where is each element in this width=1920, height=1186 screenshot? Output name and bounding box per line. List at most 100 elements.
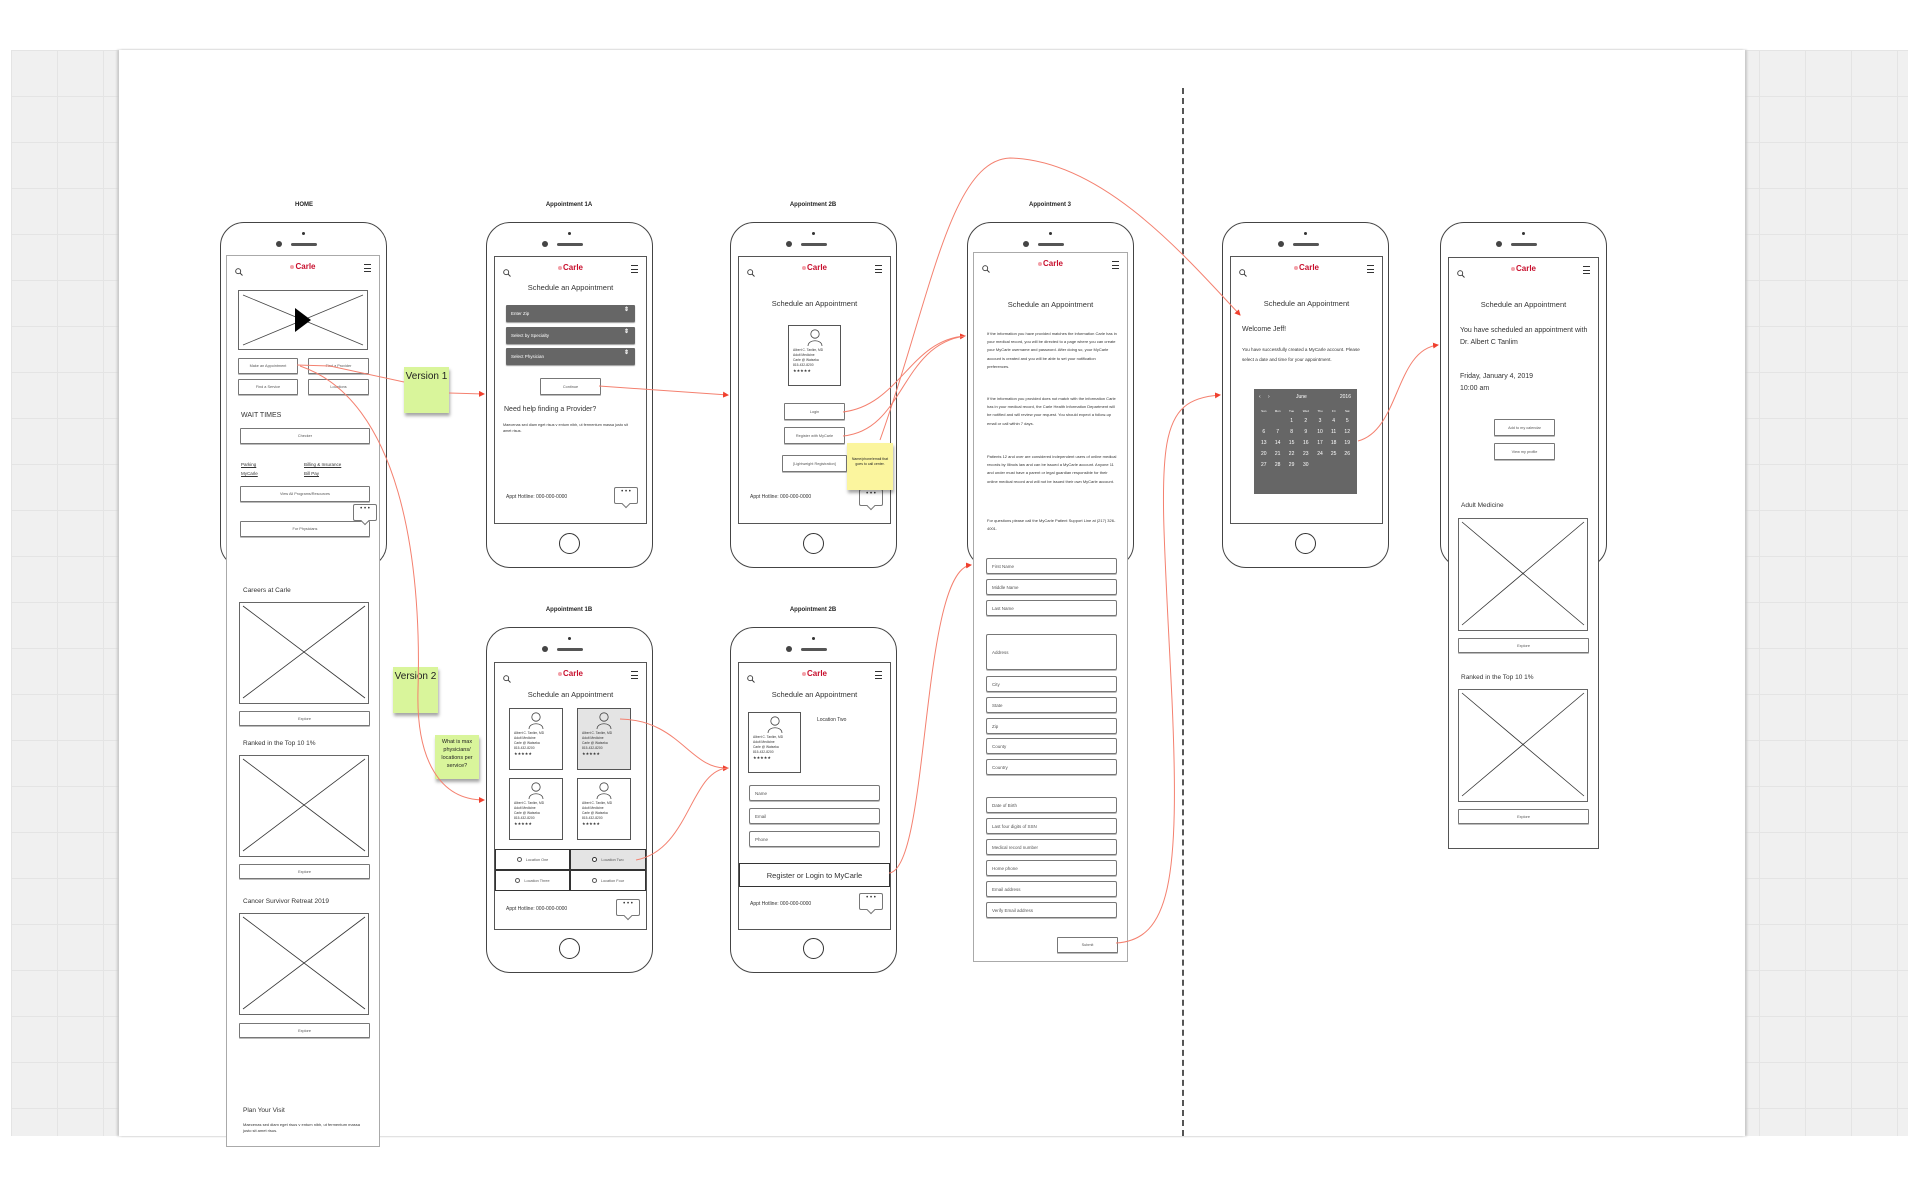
calendar-day[interactable]: 14 — [1274, 439, 1281, 446]
mycarle-link[interactable]: MyCarle — [241, 471, 258, 476]
calendar-day[interactable]: 29 — [1288, 461, 1295, 468]
zip-select[interactable]: Enter Zip⇕ — [506, 305, 635, 322]
hamburger-menu-icon[interactable] — [1583, 266, 1590, 274]
home-button[interactable] — [803, 938, 824, 959]
home-button[interactable] — [559, 533, 580, 554]
calendar-day[interactable]: 7 — [1276, 428, 1280, 435]
chat-bubble-icon[interactable]: • • • — [353, 504, 377, 521]
phone-field[interactable]: Phone — [749, 831, 880, 847]
verify-email-field[interactable]: Verify Email address — [986, 902, 1117, 918]
continue-button[interactable]: Continue — [540, 378, 601, 395]
hamburger-menu-icon[interactable] — [631, 265, 638, 273]
hamburger-menu-icon[interactable] — [875, 265, 882, 273]
sticky-note-lightweight[interactable]: Name/phone/email that goes to call cente… — [847, 443, 893, 490]
calendar-day[interactable]: 18 — [1330, 439, 1337, 446]
next-month-icon[interactable]: › — [1268, 394, 1270, 400]
calendar-day[interactable]: 23 — [1303, 450, 1309, 457]
explore-button[interactable]: Explore — [1458, 809, 1589, 824]
chat-bubble-icon[interactable]: • • • — [614, 487, 638, 504]
first-name-field[interactable]: First Name — [986, 558, 1117, 574]
submit-button[interactable]: Submit — [1057, 937, 1118, 953]
billing-insurance-link[interactable]: Billing & Insurance — [304, 462, 342, 467]
sticky-note-question[interactable]: What is max physicians/ locations per se… — [435, 735, 479, 779]
location-three-radio[interactable]: Location Three — [495, 870, 570, 891]
home-button[interactable] — [559, 938, 580, 959]
for-physicians-button[interactable]: For Physicians — [240, 521, 370, 537]
lightweight-registration-button[interactable]: [Lightweight Registration] — [782, 455, 847, 472]
carle-logo[interactable]: Carle — [1449, 264, 1598, 273]
calendar-day[interactable]: 20 — [1261, 450, 1267, 457]
location-one-radio[interactable]: Location One — [495, 849, 570, 870]
search-icon[interactable] — [747, 264, 755, 282]
calendar-day[interactable]: 3 — [1318, 417, 1322, 424]
search-icon[interactable] — [503, 264, 511, 282]
find-provider-button[interactable]: Find a Provider — [308, 358, 369, 374]
state-field[interactable]: State — [986, 697, 1117, 713]
register-login-mycarle-button[interactable]: Register or Login to MyCarle — [739, 863, 890, 887]
calendar-day[interactable]: 25 — [1330, 450, 1337, 457]
calendar-day[interactable]: 11 — [1331, 428, 1337, 435]
city-field[interactable]: City — [986, 676, 1117, 692]
carle-logo[interactable]: Carle — [739, 669, 890, 678]
calendar-day[interactable]: 22 — [1288, 450, 1295, 457]
zip-field[interactable]: Zip — [986, 718, 1117, 734]
medical-record-number-field[interactable]: Medical record number — [986, 839, 1117, 855]
prev-month-icon[interactable]: ‹ — [1259, 394, 1261, 400]
carle-logo[interactable]: Carle — [227, 262, 379, 271]
hamburger-menu-icon[interactable] — [364, 264, 371, 272]
find-service-button[interactable]: Find a Service — [238, 379, 298, 395]
checker-button[interactable]: Checker — [240, 428, 370, 444]
video-placeholder[interactable] — [238, 290, 368, 350]
hamburger-menu-icon[interactable] — [875, 671, 882, 679]
make-appointment-button[interactable]: Make an Appointment — [238, 358, 298, 374]
address-field[interactable]: Address — [986, 634, 1117, 670]
parking-link[interactable]: Parking — [241, 462, 257, 467]
calendar-day[interactable]: 19 — [1344, 439, 1350, 446]
calendar-day[interactable]: 17 — [1317, 439, 1323, 446]
calendar-day[interactable]: 15 — [1288, 439, 1295, 446]
calendar-day[interactable]: 26 — [1344, 450, 1350, 457]
view-all-programs-button[interactable]: View All Programs/Resources — [240, 486, 370, 502]
calendar-day[interactable]: 9 — [1304, 428, 1308, 435]
calendar-day[interactable]: 5 — [1345, 417, 1349, 424]
explore-button[interactable]: Explore — [239, 864, 370, 879]
calendar-day[interactable]: 8 — [1290, 428, 1293, 435]
hamburger-menu-icon[interactable] — [1367, 265, 1374, 273]
calendar-day[interactable]: 12 — [1344, 428, 1350, 435]
physician-select[interactable]: Select Physician⇕ — [506, 348, 635, 365]
calendar-day[interactable]: 27 — [1261, 461, 1267, 468]
carle-logo[interactable]: Carle — [1231, 263, 1382, 272]
search-icon[interactable] — [747, 670, 755, 688]
hamburger-menu-icon[interactable] — [631, 671, 638, 679]
explore-button[interactable]: Explore — [239, 711, 370, 726]
explore-button[interactable]: Explore — [1458, 638, 1589, 653]
calendar-day[interactable]: 21 — [1274, 450, 1281, 457]
home-button[interactable] — [803, 533, 824, 554]
calendar-day[interactable]: 1 — [1290, 417, 1293, 424]
date-of-birth-field[interactable]: Date of Birth — [986, 797, 1117, 813]
search-icon[interactable] — [235, 263, 243, 281]
home-phone-field[interactable]: Home phone — [986, 860, 1117, 876]
location-two-radio[interactable]: Location Two — [570, 849, 646, 870]
middle-name-field[interactable]: Middle Name — [986, 579, 1117, 595]
chat-bubble-icon[interactable]: • • • — [616, 899, 640, 916]
carle-logo[interactable]: Carle — [495, 263, 646, 272]
last-name-field[interactable]: Last Name — [986, 600, 1117, 616]
bill-pay-link[interactable]: Bill Pay — [304, 471, 320, 476]
calendar-day[interactable]: 30 — [1303, 461, 1309, 468]
chat-bubble-icon[interactable]: • • • — [859, 893, 883, 910]
county-field[interactable]: County — [986, 738, 1117, 754]
calendar-day[interactable]: 24 — [1317, 450, 1323, 457]
calendar-day[interactable]: 28 — [1274, 461, 1281, 468]
country-field[interactable]: Country — [986, 759, 1117, 775]
view-profile-button[interactable]: View my profile — [1494, 443, 1555, 460]
specialty-select[interactable]: Select by Specialty⇕ — [506, 327, 635, 344]
name-field[interactable]: Name — [749, 785, 880, 801]
